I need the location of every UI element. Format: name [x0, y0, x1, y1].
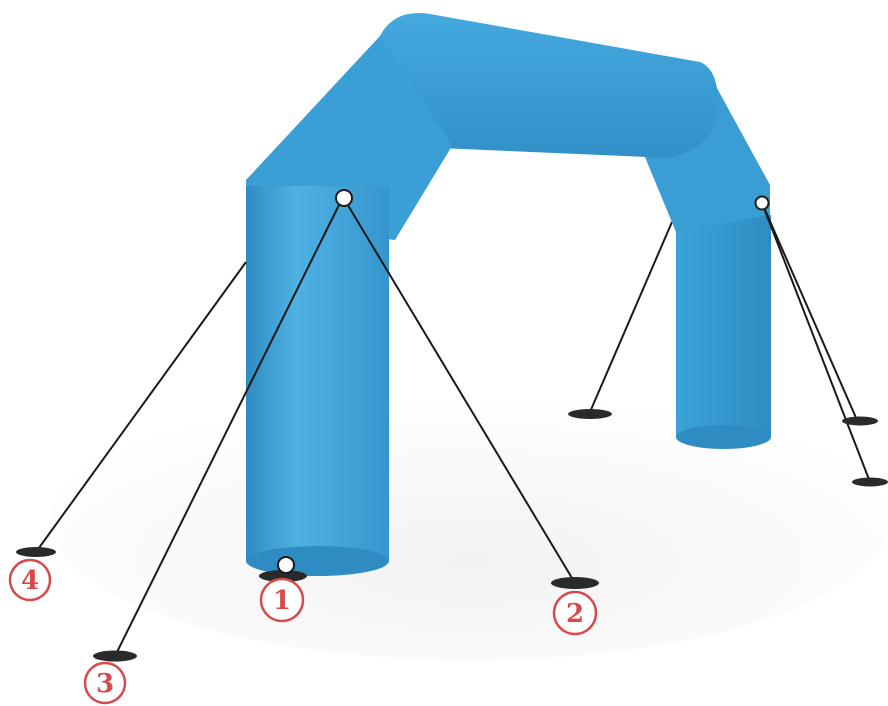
attach-point-right [754, 195, 770, 211]
anchor-3 [93, 650, 137, 662]
arch-top-beam [378, 13, 719, 159]
anchor-1 [259, 570, 307, 582]
anchor-4 [16, 547, 56, 557]
label-2-text: 2 [566, 599, 584, 629]
arch-right-leg [676, 215, 771, 449]
rope-2 [342, 196, 576, 584]
rope-3 [114, 196, 344, 657]
rope-4 [35, 261, 247, 553]
rope-right-front-b [761, 202, 871, 483]
label-3: 3 [83, 661, 127, 705]
anchor-right-back [568, 409, 612, 419]
label-4-text: 4 [21, 566, 39, 596]
rope-right-front-a [761, 202, 858, 421]
anchor-2 [551, 577, 599, 589]
rope-right-back [589, 221, 673, 413]
anchor-right-b [852, 477, 888, 487]
anchor-discs [16, 409, 888, 662]
attach-point-left [335, 189, 353, 207]
label-1-text: 1 [273, 586, 291, 616]
label-2: 2 [552, 590, 598, 636]
label-3-text: 3 [96, 669, 114, 699]
attach-point-base [277, 556, 295, 574]
label-1: 1 [259, 577, 305, 623]
arch-left-leg [246, 186, 389, 576]
anchor-right-a [842, 416, 878, 426]
label-4: 4 [8, 558, 52, 602]
